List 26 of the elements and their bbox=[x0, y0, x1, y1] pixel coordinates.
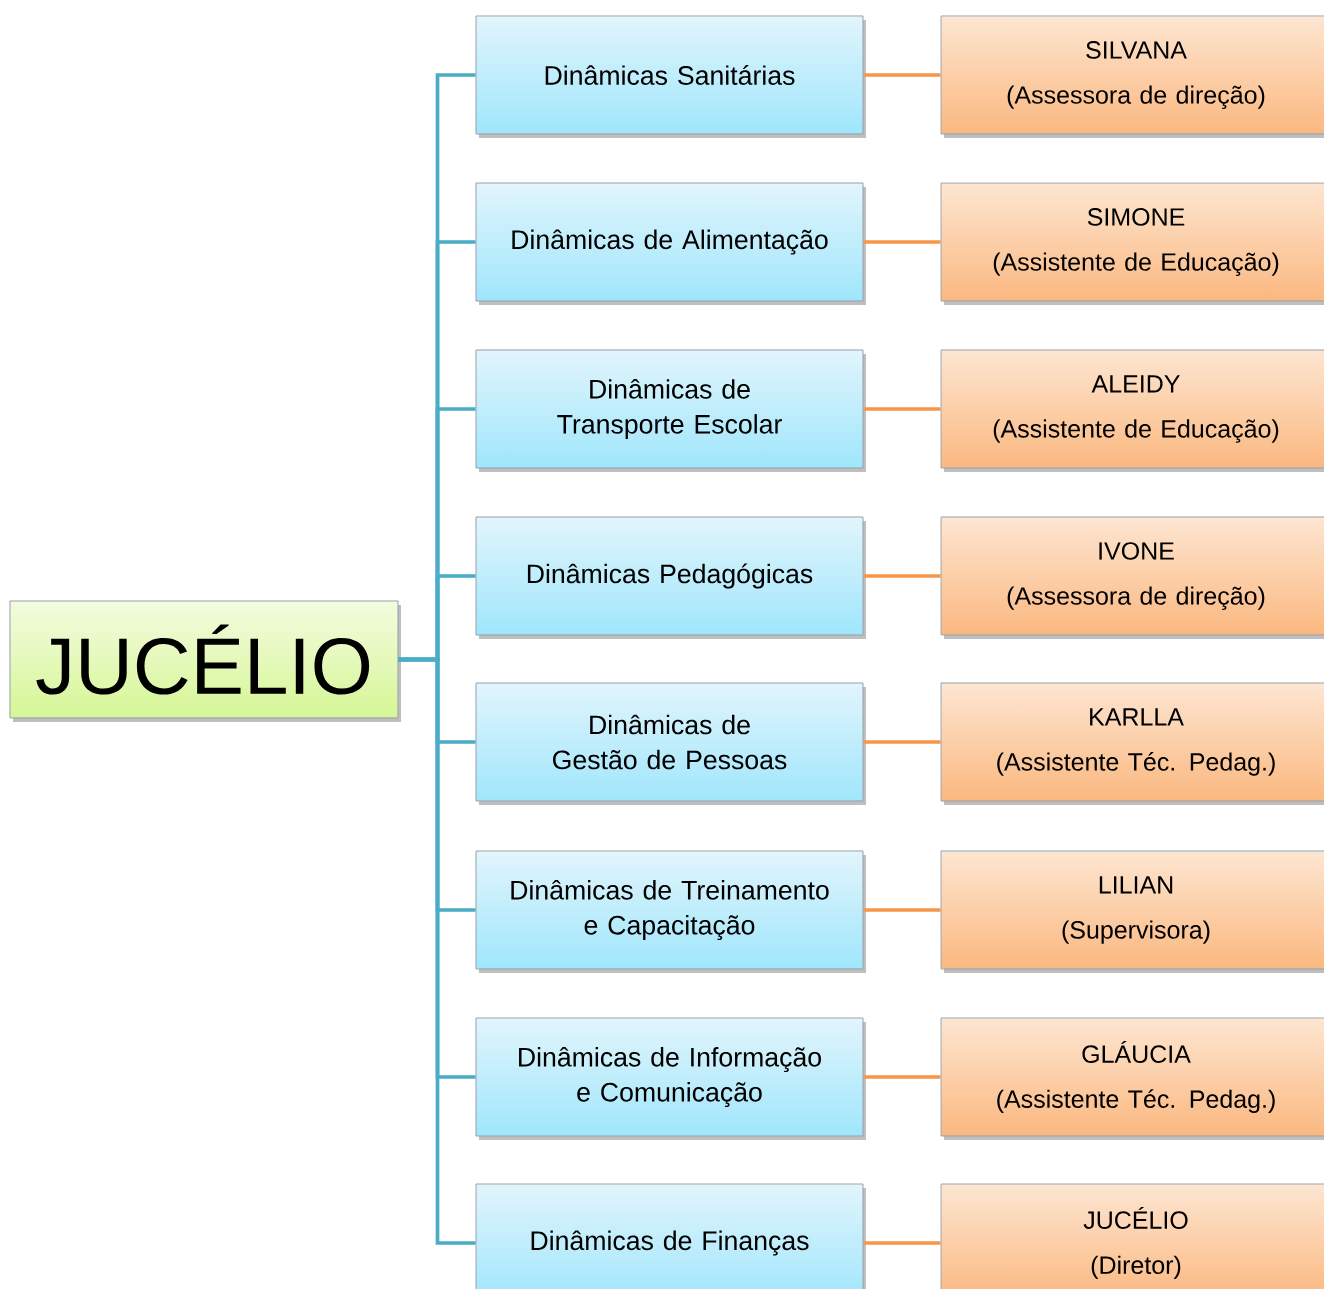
topic-box: Dinâmicas Sanitárias bbox=[475, 15, 866, 138]
topic-box: Dinâmicas de Gestão de Pessoas bbox=[475, 682, 866, 805]
connector-line bbox=[863, 574, 941, 578]
connector-line bbox=[398, 657, 476, 1245]
title-box: JUCÉLIO bbox=[9, 600, 401, 722]
topic-box: Dinâmicas de Treinamento e Capacitação bbox=[475, 850, 866, 973]
person-box: ALEIDY (Assistente de Educação) bbox=[940, 349, 1324, 472]
topic-box: Dinâmicas de Finanças bbox=[475, 1183, 866, 1289]
person-box: IVONE (Assessora de direção) bbox=[940, 516, 1324, 639]
connector-line bbox=[863, 407, 941, 411]
connector-line bbox=[863, 908, 941, 912]
person-box: KARLLA (Assistente Téc. Pedag.) bbox=[940, 682, 1324, 805]
topic-box: Dinâmicas de Informação e Comunicação bbox=[475, 1017, 866, 1140]
person-box: SIMONE (Assistente de Educação) bbox=[940, 182, 1324, 305]
connector-line bbox=[863, 740, 941, 744]
person-box: JUCÉLIO (Diretor) bbox=[940, 1183, 1324, 1289]
person-box: LILIAN (Supervisora) bbox=[940, 850, 1324, 973]
connector-line bbox=[863, 1075, 941, 1079]
person-box: GLÁUCIA (Assistente Téc. Pedag.) bbox=[940, 1017, 1324, 1140]
topic-box: Dinâmicas de Transporte Escolar bbox=[475, 349, 866, 472]
topic-box: Dinâmicas Pedagógicas bbox=[475, 516, 866, 639]
connector-line bbox=[863, 1241, 941, 1245]
person-box: SILVANA (Assessora de direção) bbox=[940, 15, 1324, 138]
topic-box: Dinâmicas de Alimentação bbox=[475, 182, 866, 305]
connector-line bbox=[863, 240, 941, 244]
connector-line bbox=[863, 73, 941, 77]
